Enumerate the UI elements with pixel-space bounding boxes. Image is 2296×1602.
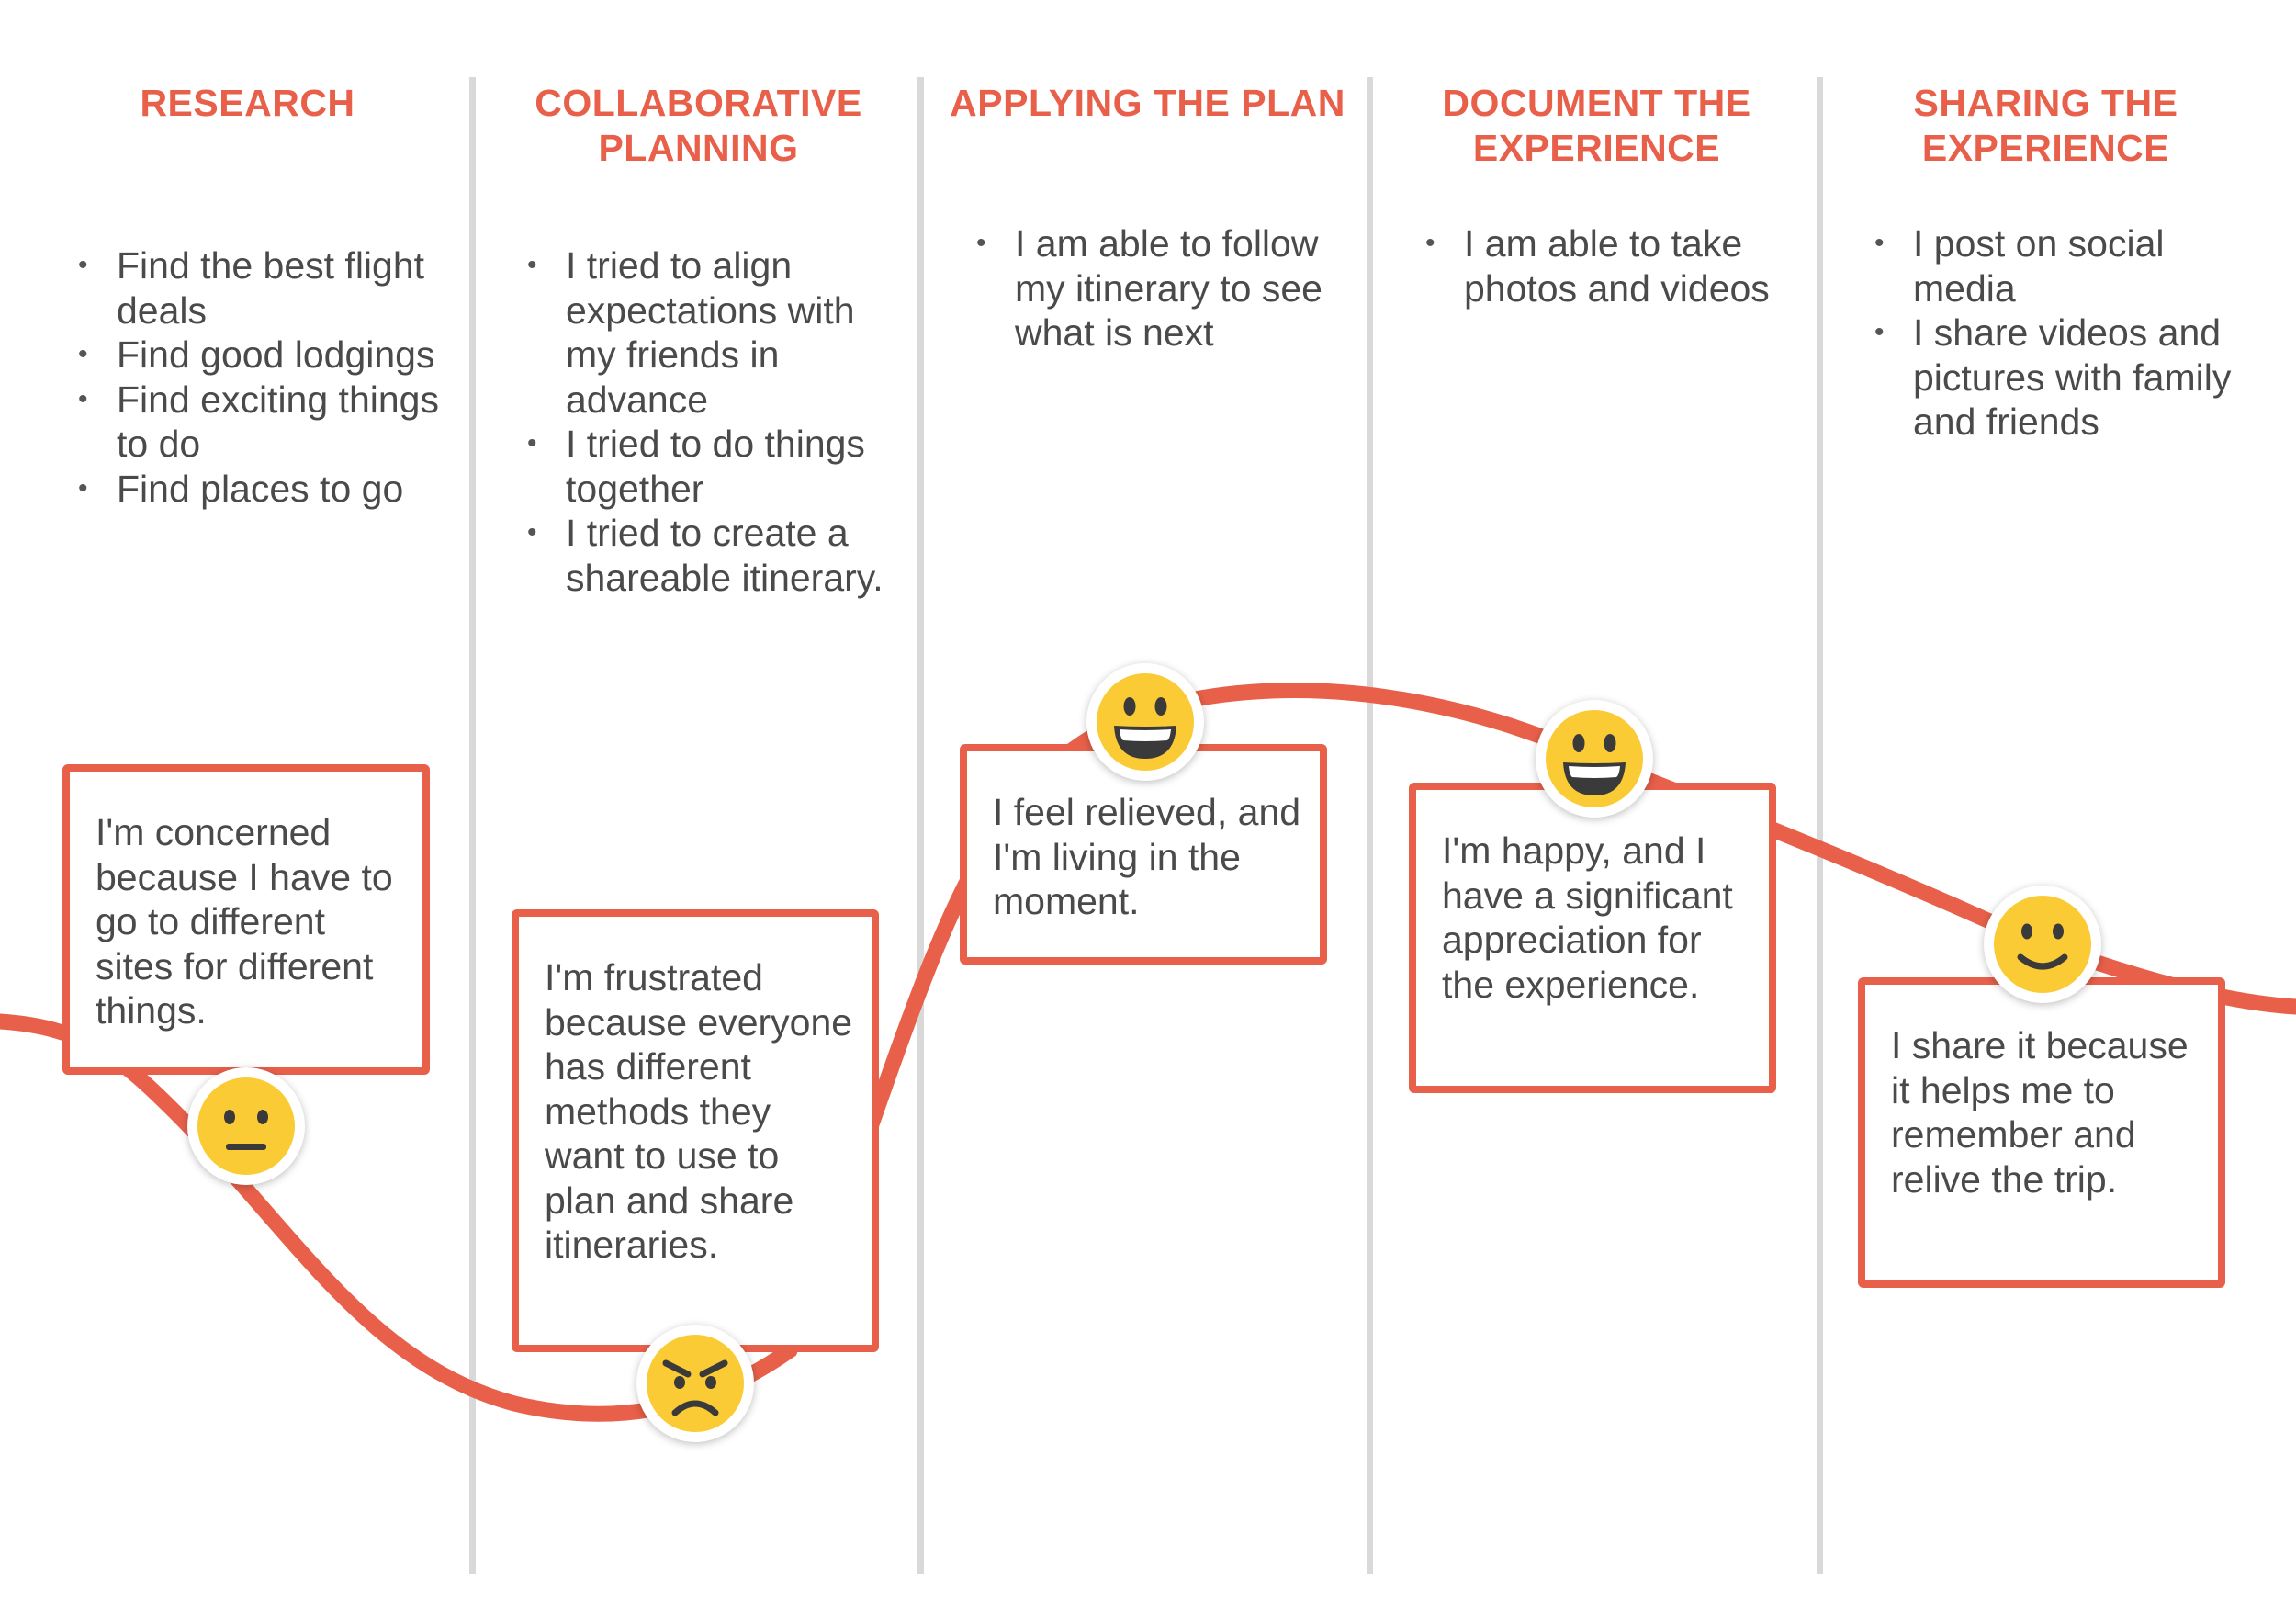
- stage-title: SHARING THE EXPERIENCE: [1913, 82, 2178, 169]
- stage-sharing-the-experience: SHARING THE EXPERIENCE I post on social …: [1821, 0, 2270, 1602]
- action-item: I share videos and pictures with family …: [1874, 310, 2257, 445]
- column-divider: [917, 77, 924, 1574]
- stage-research: RESEARCH Find the best flight deals Find…: [23, 0, 472, 1602]
- stage-actions: I am able to take photos and videos: [1425, 221, 1808, 310]
- action-item: Find places to go: [78, 467, 459, 512]
- feeling-card: I share it because it helps me to rememb…: [1858, 977, 2225, 1288]
- stage-title: RESEARCH: [140, 82, 355, 124]
- feeling-card: I'm frustrated because everyone has diff…: [512, 909, 879, 1352]
- stage-collaborative-planning: COLLABORATIVE PLANNING I tried to align …: [474, 0, 923, 1602]
- stage-applying-the-plan: APPLYING THE PLAN I am able to follow my…: [923, 0, 1372, 1602]
- action-item: I tried to create a shareable itinerary.: [527, 511, 910, 600]
- column-divider: [1367, 77, 1373, 1574]
- angry-face-icon: [636, 1325, 754, 1442]
- action-item: Find good lodgings: [78, 333, 459, 378]
- column-divider: [1817, 77, 1823, 1574]
- grinning-face-icon: [1086, 663, 1204, 781]
- stage-actions: I post on social media I share videos an…: [1874, 221, 2257, 445]
- feeling-card: I'm happy, and I have a significant appr…: [1409, 783, 1776, 1093]
- stage-title: APPLYING THE PLAN: [950, 82, 1345, 124]
- feeling-card: I feel relieved, and I'm living in the m…: [960, 744, 1327, 965]
- stage-title: COLLABORATIVE PLANNING: [535, 82, 862, 169]
- stage-actions: I tried to align expectations with my fr…: [527, 243, 910, 600]
- action-item: I tried to align expectations with my fr…: [527, 243, 910, 422]
- neutral-face-icon: [187, 1067, 305, 1185]
- stage-actions: Find the best flight deals Find good lod…: [78, 243, 459, 511]
- grinning-face-icon: [1536, 700, 1653, 818]
- action-item: I am able to take photos and videos: [1425, 221, 1808, 310]
- action-item: I post on social media: [1874, 221, 2257, 310]
- stage-actions: I am able to follow my itinerary to see …: [976, 221, 1359, 355]
- action-item: Find the best flight deals: [78, 243, 459, 333]
- feeling-card: I'm concerned because I have to go to di…: [62, 764, 430, 1075]
- column-divider: [469, 77, 476, 1574]
- action-item: Find exciting things to do: [78, 378, 459, 467]
- slightly-smiling-face-icon: [1984, 886, 2101, 1003]
- stage-document-the-experience: DOCUMENT THE EXPERIENCE I am able to tak…: [1372, 0, 1821, 1602]
- action-item: I tried to do things together: [527, 422, 910, 511]
- action-item: I am able to follow my itinerary to see …: [976, 221, 1359, 355]
- stage-title: DOCUMENT THE EXPERIENCE: [1442, 82, 1751, 169]
